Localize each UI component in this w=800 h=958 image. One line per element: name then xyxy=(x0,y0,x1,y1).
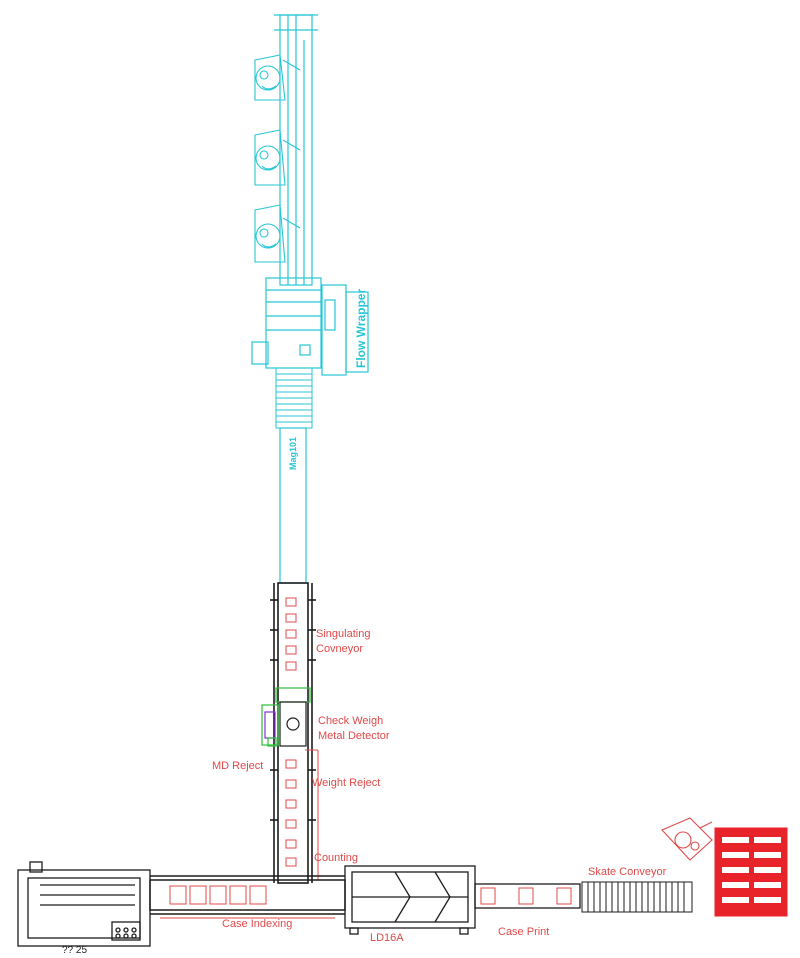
flow-wrapper-label: Flow Wrapper xyxy=(354,288,368,368)
operator-station-3 xyxy=(254,204,301,263)
singulating-conveyor-label-line1: Singulating xyxy=(316,628,371,640)
check-weigh-label: Check Weigh xyxy=(318,715,384,727)
md-reject-label: MD Reject xyxy=(212,760,264,772)
case-indexing-conveyor xyxy=(149,875,346,915)
wrapper-discharge xyxy=(275,367,313,429)
pallet xyxy=(714,827,788,917)
counting-label: Counting xyxy=(314,852,359,864)
weigh-products xyxy=(285,759,297,867)
case-print-conveyor xyxy=(474,883,581,909)
skate-conveyor-label: Skate Conveyor xyxy=(588,866,667,878)
case-print-label: Case Print xyxy=(498,926,550,938)
case-erector xyxy=(17,861,151,947)
weight-reject-chute xyxy=(305,749,319,880)
palletizing-operator xyxy=(661,817,713,861)
case-indexing-label: Case Indexing xyxy=(222,918,293,930)
operator-station-1 xyxy=(254,54,301,101)
singulating-conveyor-label-line2: Covneyor xyxy=(316,643,364,655)
singulating-products xyxy=(285,597,297,671)
indexing-cases xyxy=(160,885,335,919)
infeed-conveyor xyxy=(274,14,318,286)
checkweigh-metal-detector xyxy=(261,687,311,747)
case-erector-label: ?? 25 xyxy=(62,945,88,956)
vertical-conveyor xyxy=(270,582,316,884)
flow-wrapper-machine xyxy=(251,277,369,376)
print-cases xyxy=(480,887,572,905)
magnet-label: Mag101 xyxy=(288,436,298,470)
metal-detector-label: Metal Detector xyxy=(318,730,390,742)
ld16a-label: LD16A xyxy=(370,932,404,944)
case-packer-ld16a xyxy=(344,865,476,935)
weight-reject-label: Weight Reject xyxy=(312,777,381,789)
operator-station-2 xyxy=(254,129,301,186)
skate-conveyor xyxy=(581,881,693,913)
